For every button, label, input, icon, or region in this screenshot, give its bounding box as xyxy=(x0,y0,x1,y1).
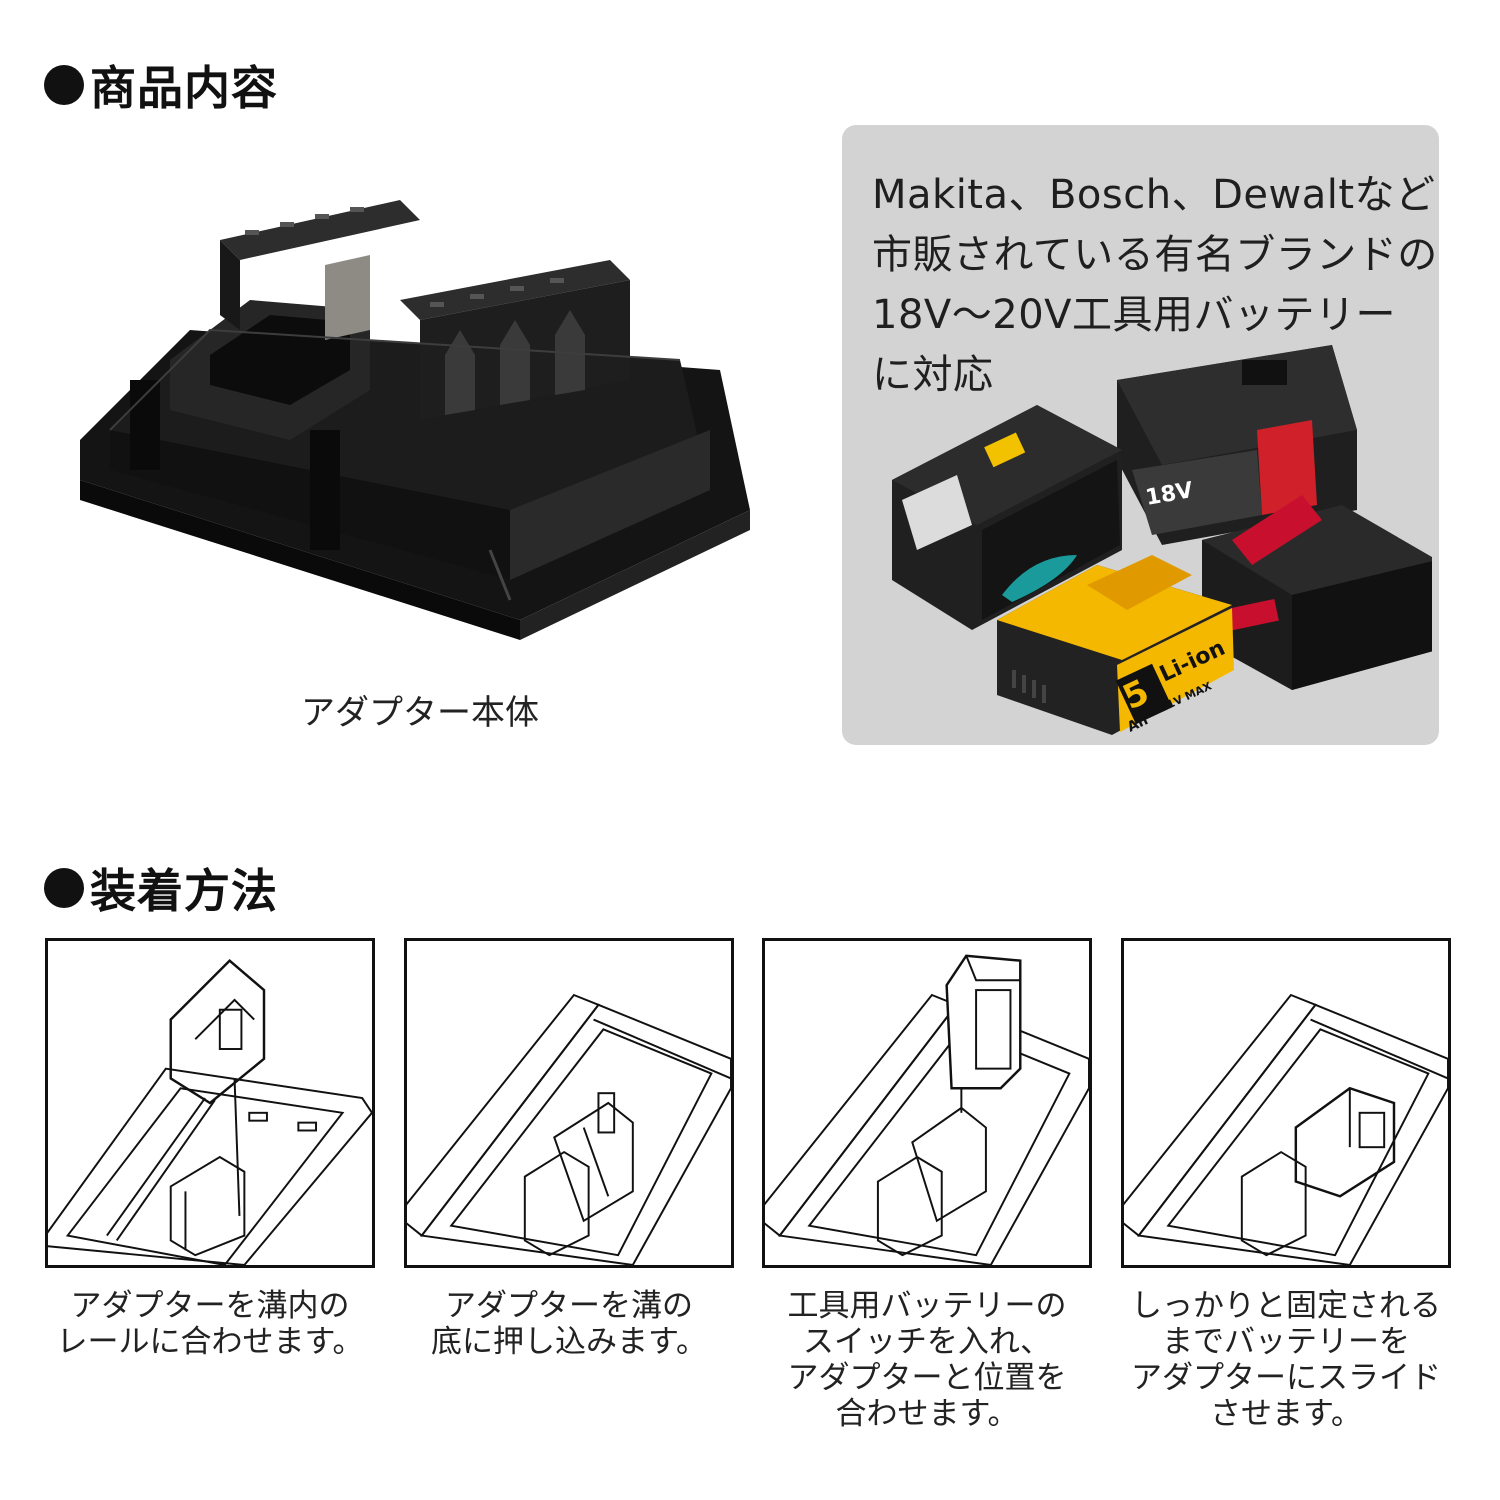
step-3-illustration xyxy=(762,938,1092,1268)
dewalt-battery-image: 5 Li-ion Ah 21V MAX xyxy=(997,555,1234,736)
adapter-product-image xyxy=(80,200,750,640)
caption-line: アダプターを溝の xyxy=(445,1288,693,1324)
compat-line: Makita、Bosch、Dewaltなど xyxy=(872,172,1436,218)
section-heading-product-contents: 商品内容 xyxy=(44,52,278,118)
section-heading-text: 商品内容 xyxy=(90,61,278,115)
caption-line: 底に押し込みます。 xyxy=(431,1324,707,1360)
step-1-illustration xyxy=(45,938,375,1268)
compatibility-panel: Makita、Bosch、Dewaltなど 市販されている有名ブランドの 18V… xyxy=(842,125,1439,745)
step-4-illustration xyxy=(1121,938,1451,1268)
caption-line: までバッテリーを xyxy=(1162,1324,1410,1360)
makita-wave-graphic xyxy=(1002,555,1077,602)
step-3-caption: 工具用バッテリーの スイッチを入れ、 アダプターと位置を 合わせます。 xyxy=(737,1288,1117,1432)
caption-line: アダプターと位置を xyxy=(787,1360,1067,1396)
bullet-dot-icon xyxy=(44,868,84,908)
compat-line: 市販されている有名ブランドの xyxy=(872,232,1438,278)
step-4-caption: しっかりと固定される までバッテリーを アダプターにスライド させます。 xyxy=(1096,1288,1476,1432)
dewalt-ah-label: Ah xyxy=(1125,712,1151,735)
section-heading-text: 装着方法 xyxy=(90,864,278,918)
red-trim-battery-image xyxy=(1202,495,1432,690)
section-heading-installation: 装着方法 xyxy=(44,855,278,921)
compat-line: に対応 xyxy=(872,352,994,398)
compat-line: 18V～20V工具用バッテリー xyxy=(872,292,1397,338)
bullet-dot-icon xyxy=(44,65,84,105)
makita-battery-image xyxy=(892,405,1122,630)
step-2-caption: アダプターを溝の 底に押し込みます。 xyxy=(379,1288,759,1360)
bosch-battery-image: 18V xyxy=(1117,345,1357,545)
compatibility-text: Makita、Bosch、Dewaltなど 市販されている有名ブランドの 18V… xyxy=(872,165,1438,405)
adapter-caption: アダプター本体 xyxy=(301,693,539,733)
caption-line: アダプターを溝内の xyxy=(70,1288,350,1324)
caption-line: させます。 xyxy=(1210,1396,1362,1432)
caption-line: 合わせます。 xyxy=(835,1396,1019,1432)
step-2-illustration xyxy=(404,938,734,1268)
caption-line: スイッチを入れ、 xyxy=(802,1324,1052,1360)
step-1-caption: アダプターを溝内の レールに合わせます。 xyxy=(20,1288,400,1360)
caption-line: 工具用バッテリーの xyxy=(787,1288,1067,1324)
batteries-image: 18V 5 Li-ion Ah 21V xyxy=(892,345,1432,736)
caption-line: しっかりと固定される xyxy=(1131,1288,1441,1324)
caption-line: アダプターにスライド xyxy=(1131,1360,1441,1396)
caption-line: レールに合わせます。 xyxy=(56,1324,364,1360)
